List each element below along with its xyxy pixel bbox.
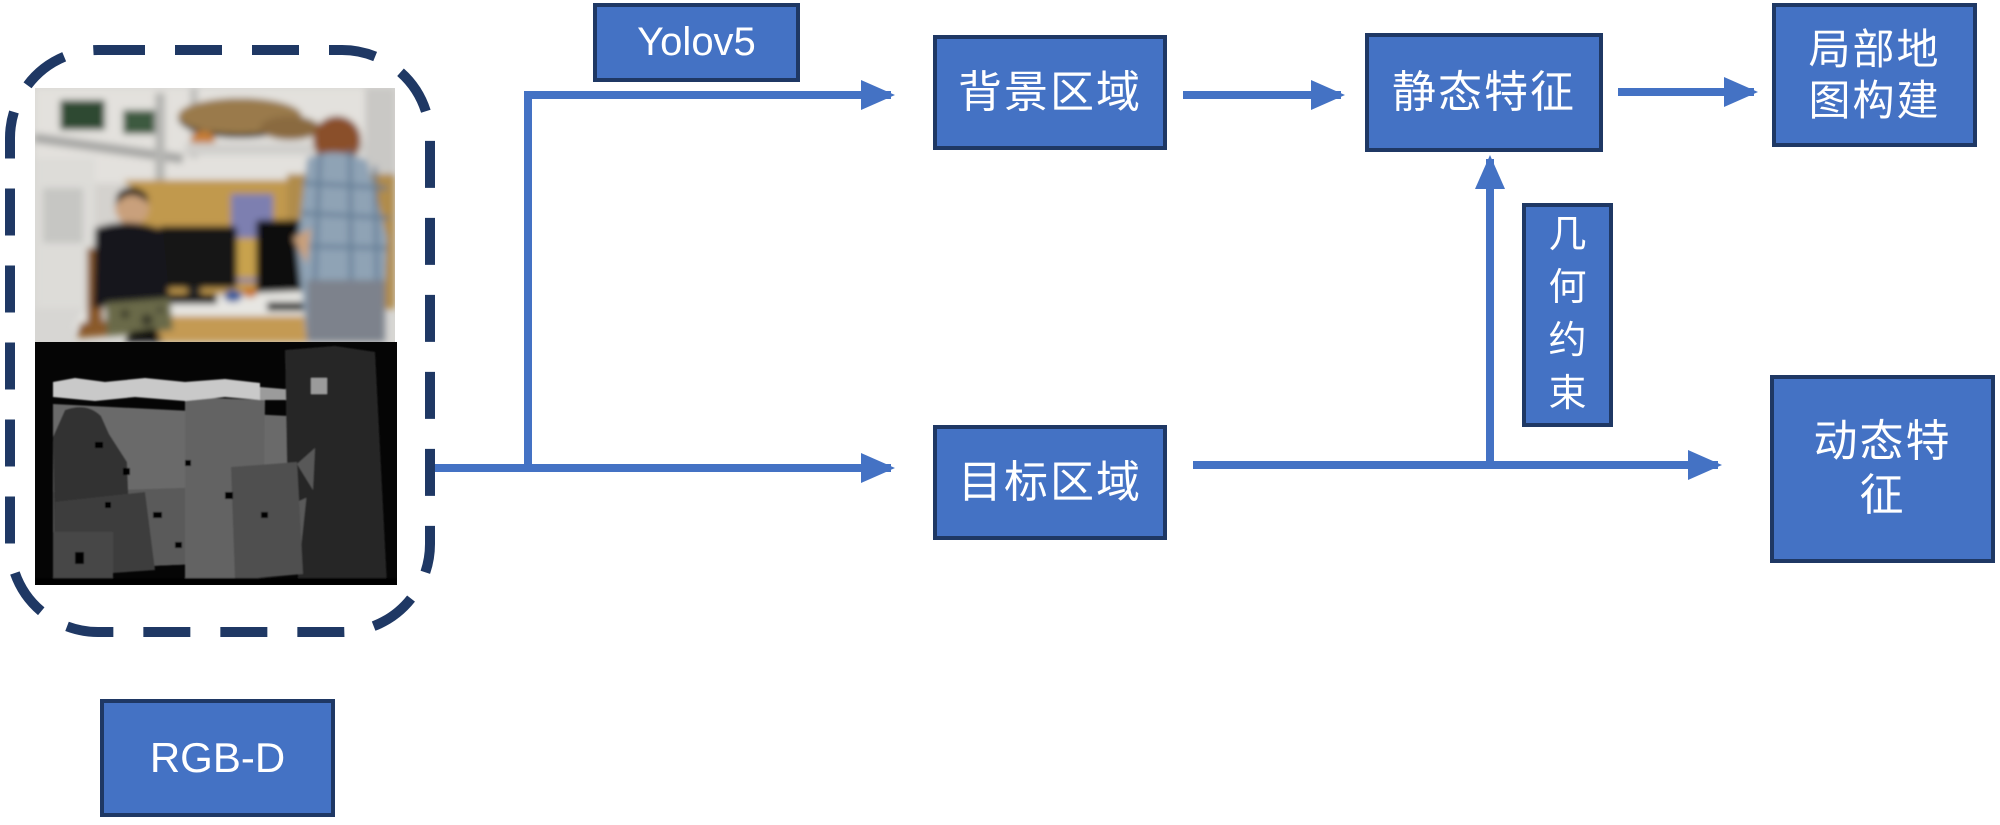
node-background-region-label: 背景区域 (958, 67, 1142, 117)
node-local-map-line2: 图构建 (1808, 77, 1941, 124)
depth-image (35, 342, 397, 585)
node-target-region: 目标区域 (933, 425, 1167, 540)
rgb-image (35, 88, 395, 342)
node-yolov5-label: Yolov5 (637, 20, 756, 65)
node-geometric-constraint: 几 何 约 束 (1522, 203, 1613, 427)
node-geometric-constraint-char4: 束 (1548, 373, 1587, 416)
node-geometric-constraint-char3: 约 (1548, 320, 1587, 362)
rgbd-input-dashed-frame (5, 45, 435, 637)
edge-input-to-background-region (524, 80, 895, 468)
node-local-map-line1: 局部地 (1808, 25, 1941, 73)
node-target-region-label: 目标区域 (958, 457, 1142, 507)
node-local-map: 局部地 图构建 (1772, 3, 1977, 147)
node-rgbd-label: RGB-D (149, 734, 286, 782)
node-dynamic-features: 动态特 征 (1770, 375, 1995, 563)
node-geometric-constraint-char2: 何 (1548, 266, 1587, 309)
node-yolov5: Yolov5 (593, 3, 800, 82)
node-rgbd-input-label: RGB-D (100, 699, 335, 817)
node-background-region: 背景区域 (933, 35, 1167, 150)
node-static-features-label: 静态特征 (1392, 67, 1576, 117)
node-dynamic-features-line1: 动态特 (1813, 417, 1952, 467)
node-dynamic-features-line2: 征 (1859, 471, 1906, 520)
node-static-features: 静态特征 (1365, 33, 1603, 152)
node-geometric-constraint-char1: 几 (1548, 213, 1587, 256)
